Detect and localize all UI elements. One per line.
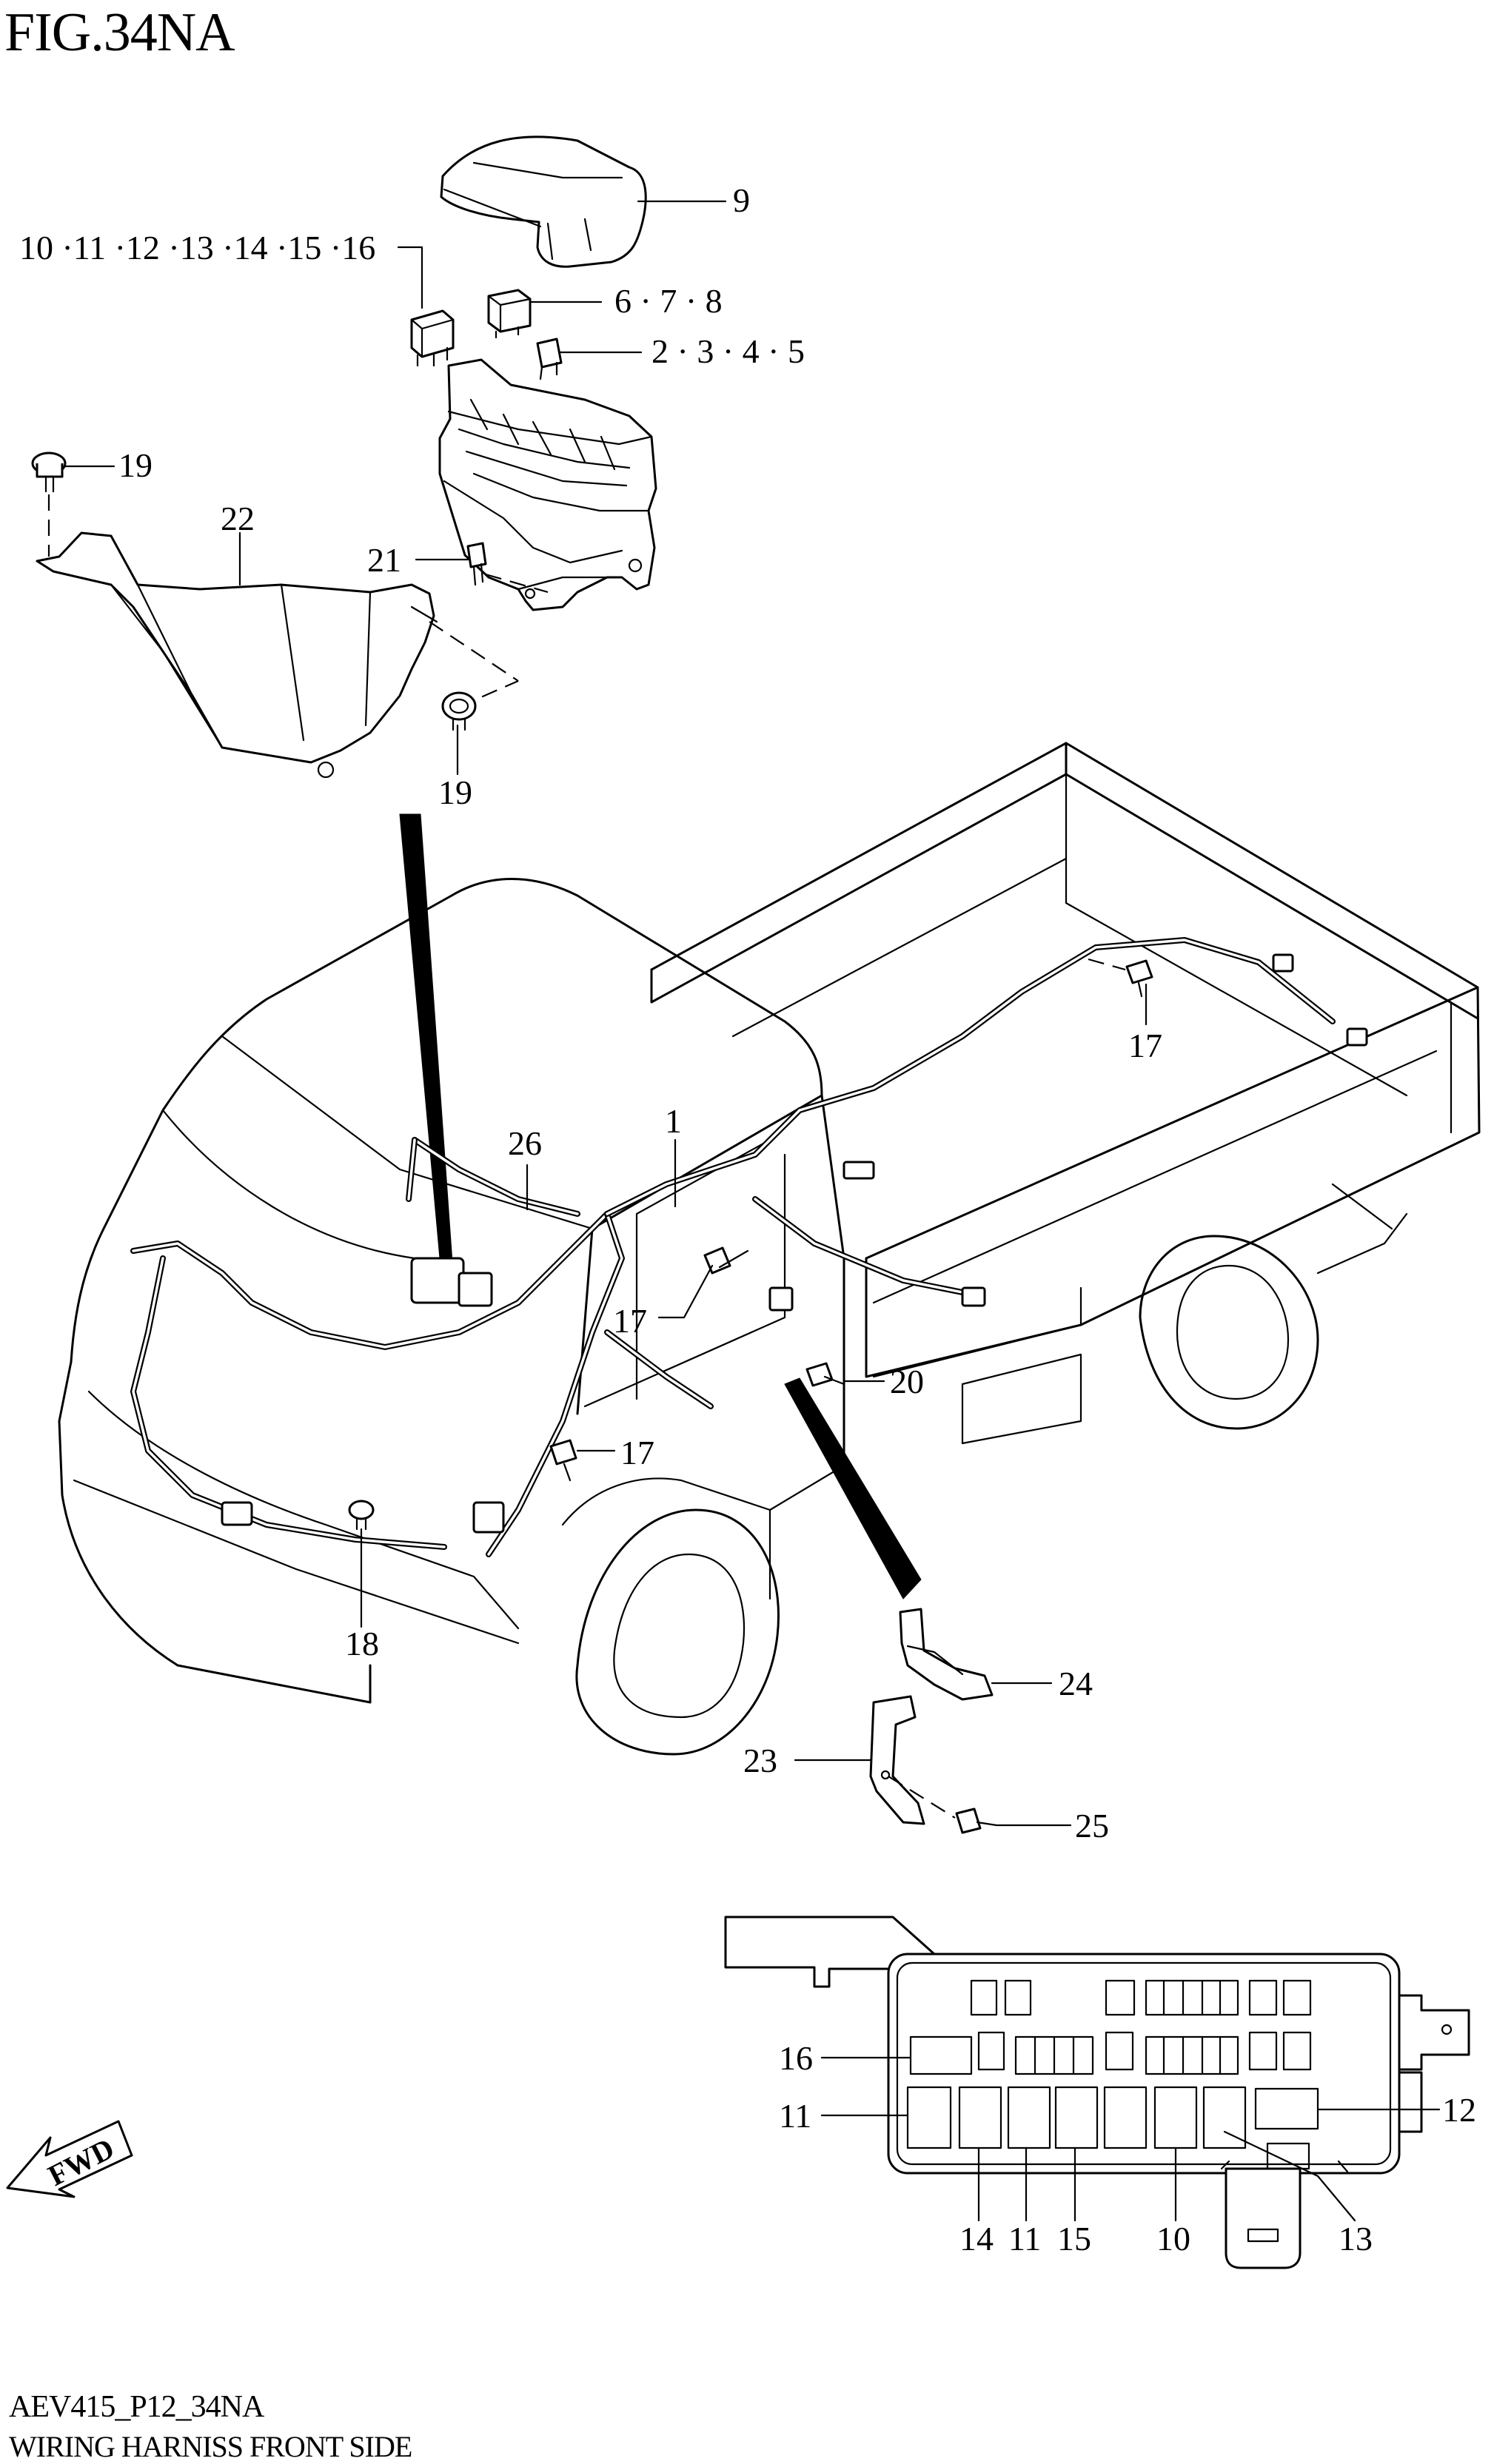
callout-19-top: 19 (118, 446, 153, 484)
callout-17-rear: 17 (1128, 1027, 1162, 1064)
fuse-callout-14: 14 (959, 2220, 994, 2257)
callout-6-8: 6 · 7 · 8 (614, 282, 723, 320)
callout-18: 18 (345, 1625, 379, 1662)
callout-26: 26 (508, 1124, 542, 1162)
fuse-callout-15: 15 (1057, 2220, 1091, 2257)
callout-17-mid: 17 (613, 1302, 647, 1340)
fuse-callout-11-bottom: 11 (1008, 2220, 1041, 2257)
wiring-harness (130, 937, 1368, 1557)
callout-24: 24 (1059, 1665, 1093, 1702)
bracket-23 (869, 1695, 925, 1825)
callout-19-bottom: 19 (438, 773, 472, 811)
callout-9: 9 (733, 181, 750, 219)
relay (410, 309, 455, 367)
drawing-code: AEV415_P12_34NA (9, 2390, 264, 2424)
callout-21: 21 (367, 541, 401, 579)
bracket-22 (36, 531, 438, 779)
fuse-box-cover (440, 135, 647, 268)
clip-18 (348, 1500, 375, 1531)
fuse-callout-16: 16 (779, 2039, 813, 2077)
location-pointer-upper (399, 813, 454, 1275)
fuse-callout-10: 10 (1156, 2220, 1190, 2257)
callout-25: 25 (1075, 1807, 1109, 1844)
callout-23: 23 (743, 1742, 777, 1779)
callout-20: 20 (890, 1363, 924, 1400)
callout-10-16: 10 ·11 ·12 ·13 ·14 ·15 ·16 (19, 229, 375, 266)
callout-1: 1 (665, 1102, 682, 1140)
callout-22: 22 (221, 500, 255, 537)
location-pointer-lower (784, 1377, 922, 1599)
small-relay (487, 289, 532, 339)
bolt-21 (466, 542, 487, 586)
fuse-relay-block (438, 358, 657, 611)
mini-fuse (536, 338, 563, 380)
truck-outline (58, 742, 1481, 1756)
figure-title: FIG.34NA (4, 2, 235, 63)
bolt-17-mid (703, 1246, 749, 1275)
clip-19-top (31, 451, 67, 493)
bolt-20 (805, 1362, 845, 1387)
clip-19-bottom (441, 691, 477, 731)
bolt-17-low (549, 1439, 577, 1482)
drawing-caption: WIRING HARNISS FRONT SIDE (9, 2430, 412, 2463)
fuse-callout-13: 13 (1339, 2220, 1373, 2257)
fuse-box-detail (724, 1916, 1470, 2269)
fuse-callout-12: 12 (1442, 2091, 1476, 2129)
bolt-25 (955, 1807, 998, 1834)
callout-17-low: 17 (620, 1434, 654, 1471)
forward-direction-arrow-icon (6, 2120, 133, 2198)
bracket-24 (899, 1608, 994, 1701)
callout-2-5: 2 · 3 · 4 · 5 (651, 332, 805, 370)
fuse-callout-11-left: 11 (779, 2097, 811, 2135)
bolt-17-rear (1125, 959, 1153, 998)
